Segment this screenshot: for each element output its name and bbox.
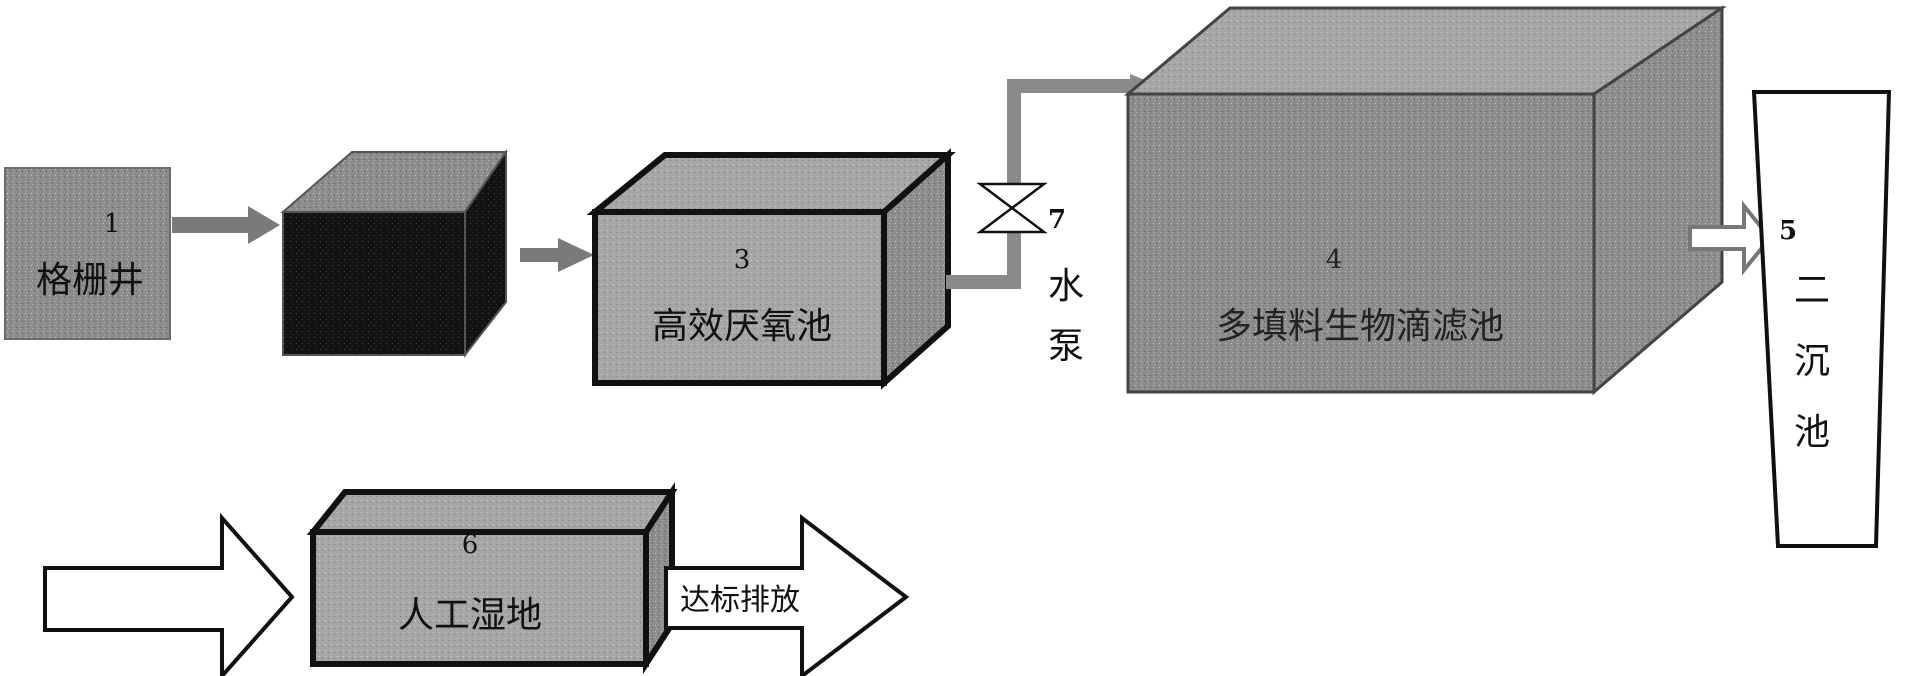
anaerobic-tank-label: 高效厌氧池 [652, 306, 832, 347]
pump-valve-icon [976, 182, 1048, 234]
wetland-label: 人工湿地 [398, 595, 542, 636]
flow-arrow-4-5 [1688, 200, 1773, 276]
inflow-arrow [43, 512, 295, 676]
trickling-filter-box: 4 多填料生物滴滤池 [1123, 5, 1727, 396]
wetland-number: 6 [462, 530, 479, 560]
unit-2-cube [280, 148, 508, 358]
pump-label-char-1: 水 [1048, 266, 1084, 307]
secondary-clarifier-shape: 5 二 沉 池 [1751, 90, 1892, 548]
wetland-box: 6 人工湿地 [306, 481, 678, 675]
secondary-clarifier-char-1: 二 [1794, 270, 1830, 311]
discharge-label: 达标排放 [680, 583, 800, 618]
pump-label-char-2: 泵 [1048, 326, 1084, 367]
anaerobic-tank-number: 3 [734, 245, 751, 275]
discharge-arrow: 达标排放 [664, 513, 910, 676]
anaerobic-tank-box: 3 高效厌氧池 [586, 148, 956, 390]
secondary-clarifier-char-3: 池 [1794, 412, 1830, 453]
pump-number: 7 [1048, 205, 1066, 235]
grid-well-number: 1 [104, 209, 121, 239]
trickling-filter-label: 多填料生物滴滤池 [1216, 306, 1504, 347]
trickling-filter-number: 4 [1326, 245, 1343, 275]
grid-well-label: 格栅井 [36, 260, 144, 301]
secondary-clarifier-char-2: 沉 [1794, 341, 1830, 382]
grid-well-box: 1 格栅井 [4, 167, 171, 340]
flow-arrow-2-3 [520, 238, 594, 272]
water-pump: 7 水 泵 [976, 182, 1084, 367]
secondary-clarifier-number: 5 [1779, 216, 1797, 246]
flow-arrow-1-2 [172, 206, 280, 244]
